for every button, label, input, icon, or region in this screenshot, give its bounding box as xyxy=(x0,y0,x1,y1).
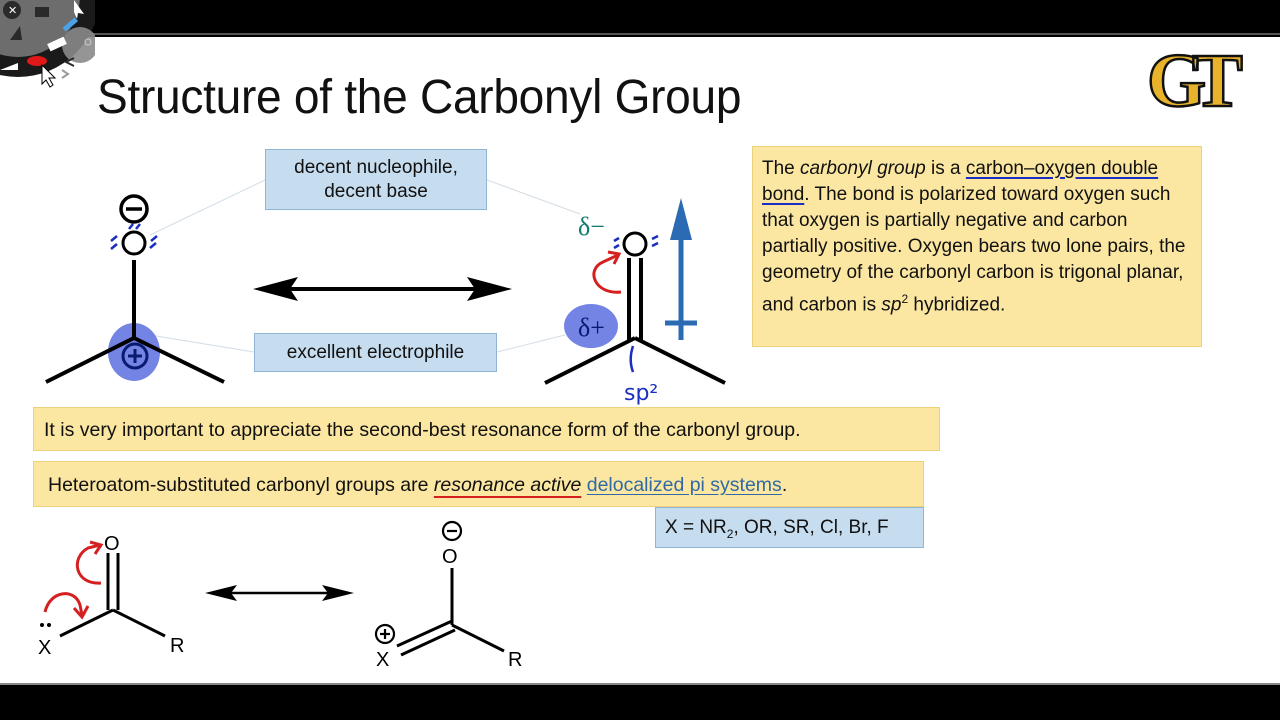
desc-text: hybridized. xyxy=(908,294,1006,316)
desc-sp-sup: 2 xyxy=(901,292,909,306)
pointer-icon[interactable] xyxy=(74,0,84,19)
desc-text: The xyxy=(762,158,801,179)
undo-icon[interactable] xyxy=(63,57,75,67)
desc-text: is a xyxy=(925,158,966,179)
video-bottom-bar xyxy=(0,683,1280,720)
desc-sp: sp xyxy=(881,294,902,316)
resonance-active-term: resonance active xyxy=(433,474,582,496)
fill-icon[interactable] xyxy=(10,26,22,40)
pen-icon[interactable] xyxy=(62,17,79,32)
gt-logo: GT xyxy=(1146,42,1258,118)
electrophile-callout: excellent electrophile xyxy=(254,333,497,372)
note-text: . xyxy=(781,474,788,496)
carbonyl-description-box: The carbonyl group is a carbon–oxygen do… xyxy=(752,146,1202,347)
desc-text: . The bond is polarized toward oxygen su… xyxy=(762,184,1186,316)
importance-note: It is very important to appreciate the s… xyxy=(33,407,940,451)
substituent-text: , OR, SR, Cl, Br, F xyxy=(733,517,889,538)
redo-icon[interactable] xyxy=(61,69,70,79)
video-top-bar xyxy=(0,0,1280,35)
desc-underlined: carbon–oxygen double bond xyxy=(762,158,1159,205)
close-icon[interactable] xyxy=(3,1,21,19)
highlighter-icon[interactable] xyxy=(27,56,47,66)
share-icon[interactable] xyxy=(35,7,49,17)
substituent-sub: 2 xyxy=(726,526,734,541)
delocalized-pi-link[interactable]: delocalized pi systems xyxy=(586,474,782,496)
mouse-cursor-icon xyxy=(41,63,57,88)
svg-text:GT: GT xyxy=(1147,42,1242,118)
settings-icon[interactable] xyxy=(84,38,92,46)
svg-text:✕: ✕ xyxy=(8,4,17,17)
heteroatom-note: Heteroatom-substituted carbonyl groups a… xyxy=(33,461,924,507)
nucleophile-callout: decent nucleophile, decent base xyxy=(265,149,487,210)
desc-term: carbonyl group xyxy=(800,158,926,179)
substituents-callout: X = NR2, OR, SR, Cl, Br, F xyxy=(655,507,924,548)
eraser-icon[interactable] xyxy=(47,36,67,52)
slide-canvas xyxy=(0,37,1280,683)
substituent-text: X = NR xyxy=(665,517,727,538)
callout-line: decent base xyxy=(324,181,428,202)
note-text: Heteroatom-substituted carbonyl groups a… xyxy=(48,474,434,496)
slide-title: Structure of the Carbonyl Group xyxy=(97,71,742,124)
callout-line: decent nucleophile, xyxy=(294,157,458,178)
annotation-toolbar[interactable]: ✕ xyxy=(0,0,95,88)
